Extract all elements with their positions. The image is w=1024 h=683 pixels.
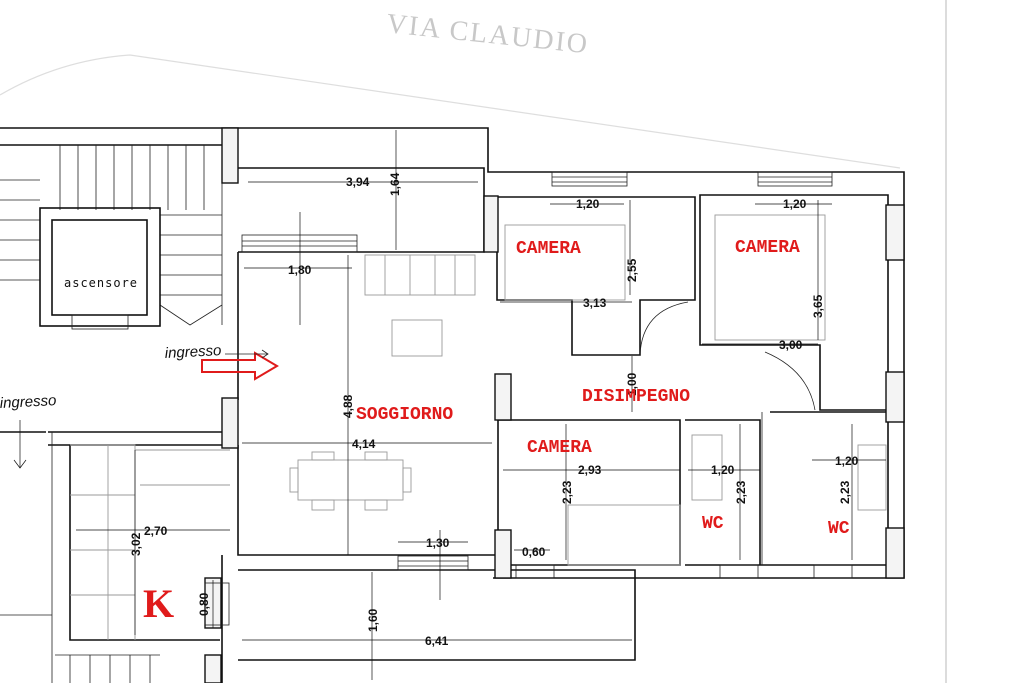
room-label-living: SOGGIORNO xyxy=(356,405,453,425)
dim-living-width: 4,14 xyxy=(352,437,376,451)
dim-bed3-depth: 2,23 xyxy=(560,480,574,504)
dim-hall-depth: 1,00 xyxy=(625,372,639,396)
kitchen-label: K xyxy=(143,581,174,626)
dim-bath1-width: 1,20 xyxy=(711,463,735,477)
room-label-bedroom-2: CAMERA xyxy=(735,238,800,258)
dim-bed1-length: 3,13 xyxy=(583,296,607,310)
dim-kitchen-width: 2,70 xyxy=(144,524,168,538)
dim-bed3-length: 2,93 xyxy=(578,463,602,477)
dim-bath2-width: 1,20 xyxy=(835,454,859,468)
dim-window-1: 1,30 xyxy=(426,536,450,550)
street-name: VIA CLAUDIO xyxy=(385,8,590,60)
dim-window-2: 0,60 xyxy=(522,545,546,559)
door-arc xyxy=(764,351,816,411)
dimension-lines xyxy=(13,130,886,680)
dim-bath1-depth: 2,23 xyxy=(734,480,748,504)
dim-bed2-width: 1,20 xyxy=(783,197,807,211)
dim-kitchen-depth: 3,02 xyxy=(129,532,143,556)
apartment-walls xyxy=(221,127,905,683)
entrance-arrow-icon xyxy=(201,351,279,381)
street-outline xyxy=(0,54,901,169)
dim-window-3: 0,80 xyxy=(197,592,211,616)
dim-terrace-depth: 1,60 xyxy=(366,608,380,632)
kitchen-walls xyxy=(0,431,238,683)
dim-balcony-depth: 1,64 xyxy=(388,172,402,196)
windows xyxy=(204,171,853,626)
elevator-label: ascensore xyxy=(64,276,138,290)
room-label-bath-2: WC xyxy=(828,519,850,539)
door-arc xyxy=(639,301,689,356)
room-label-bedroom-3: CAMERA xyxy=(527,438,592,458)
room-label-bath-1: WC xyxy=(702,514,724,534)
dim-bed2-depth: 3,65 xyxy=(811,294,825,318)
dim-bed2-length: 3,00 xyxy=(779,338,803,352)
room-label-hallway: DISIMPEGNO xyxy=(582,387,690,407)
dim-bed1-depth: 2,55 xyxy=(625,258,639,282)
entrance-arrow-icon xyxy=(225,349,269,359)
pillars xyxy=(204,127,905,683)
entrance-label: ingresso xyxy=(0,392,57,412)
dim-living-depth: 4,88 xyxy=(341,394,355,418)
dimension-labels: 3,94 1,64 1,80 1,20 2,55 3,13 1,20 3,65 … xyxy=(129,172,859,648)
entrance-label: ingresso xyxy=(164,342,222,362)
room-label-bedroom-1: CAMERA xyxy=(516,239,581,259)
dim-terrace-width: 6,41 xyxy=(425,634,449,648)
stairwell xyxy=(0,127,223,330)
dim-entry-width: 1,80 xyxy=(288,263,312,277)
dim-balcony-width: 3,94 xyxy=(346,175,370,189)
furniture xyxy=(289,214,887,566)
dim-bath2-depth: 2,23 xyxy=(838,480,852,504)
dim-bed1-width: 1,20 xyxy=(576,197,600,211)
